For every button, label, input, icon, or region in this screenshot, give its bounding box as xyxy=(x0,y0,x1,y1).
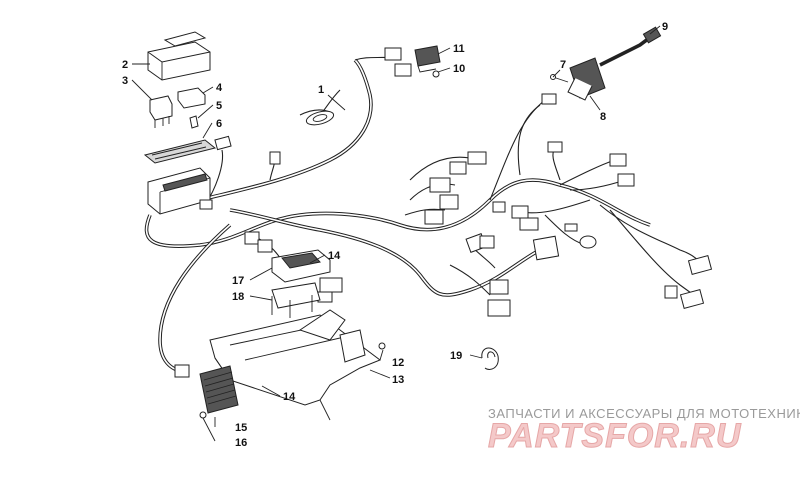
callout-11: 11 xyxy=(453,43,465,55)
cdi-connector xyxy=(317,277,343,303)
mounting-plate xyxy=(271,282,321,318)
callout-18: 18 xyxy=(232,291,244,303)
fuse-block-connector xyxy=(199,135,232,210)
fuse-box-cover xyxy=(147,31,211,81)
callout-16: 16 xyxy=(235,437,247,449)
callout-5: 5 xyxy=(216,100,222,112)
callout-9: 9 xyxy=(662,21,668,33)
callout-14-lower: 14 xyxy=(283,391,296,403)
callout-15: 15 xyxy=(235,422,247,434)
fuse-panel xyxy=(143,139,217,164)
callout-13: 13 xyxy=(392,374,404,386)
cdi-module xyxy=(271,249,331,283)
callout-12: 12 xyxy=(392,357,404,369)
ignition-coil xyxy=(567,26,662,101)
screw-16 xyxy=(199,411,207,419)
leader-lines xyxy=(131,25,661,442)
callout-labels: 1 2 3 4 5 6 7 8 9 10 11 12 13 14 14 15 1… xyxy=(122,21,668,449)
watermark-brand: PARTSFOR.RU xyxy=(488,417,742,455)
callout-8: 8 xyxy=(600,111,606,123)
cable-tie xyxy=(481,347,499,370)
callout-14-upper: 14 xyxy=(328,250,341,262)
callout-4: 4 xyxy=(216,82,223,94)
screw-7 xyxy=(550,74,569,83)
callout-1: 1 xyxy=(318,84,324,96)
watermark-tagline: ЗАПЧАСТИ И АКСЕССУАРЫ ДЛЯ МОТОТЕХНИКИ xyxy=(488,406,800,421)
screw-12 xyxy=(378,342,386,350)
ignition-coil-connector xyxy=(414,45,441,73)
callout-19: 19 xyxy=(450,350,462,362)
screw-10 xyxy=(432,70,440,78)
callout-6: 6 xyxy=(216,118,222,130)
callout-10: 10 xyxy=(453,63,465,75)
relay-small xyxy=(149,95,173,128)
harness-connectors-right xyxy=(174,201,713,378)
harness-connectors-upper xyxy=(269,47,635,253)
grommet xyxy=(305,110,335,126)
relay-large xyxy=(177,87,206,109)
voltage-regulator xyxy=(199,365,239,414)
callout-17: 17 xyxy=(232,275,244,287)
callout-3: 3 xyxy=(122,75,128,87)
callout-2: 2 xyxy=(122,59,128,71)
fuse xyxy=(189,115,199,129)
watermark: ЗАПЧАСТИ И АКСЕССУАРЫ ДЛЯ МОТОТЕХНИКИ PA… xyxy=(488,406,800,456)
callout-7: 7 xyxy=(560,59,566,71)
harness-wires xyxy=(144,54,706,374)
